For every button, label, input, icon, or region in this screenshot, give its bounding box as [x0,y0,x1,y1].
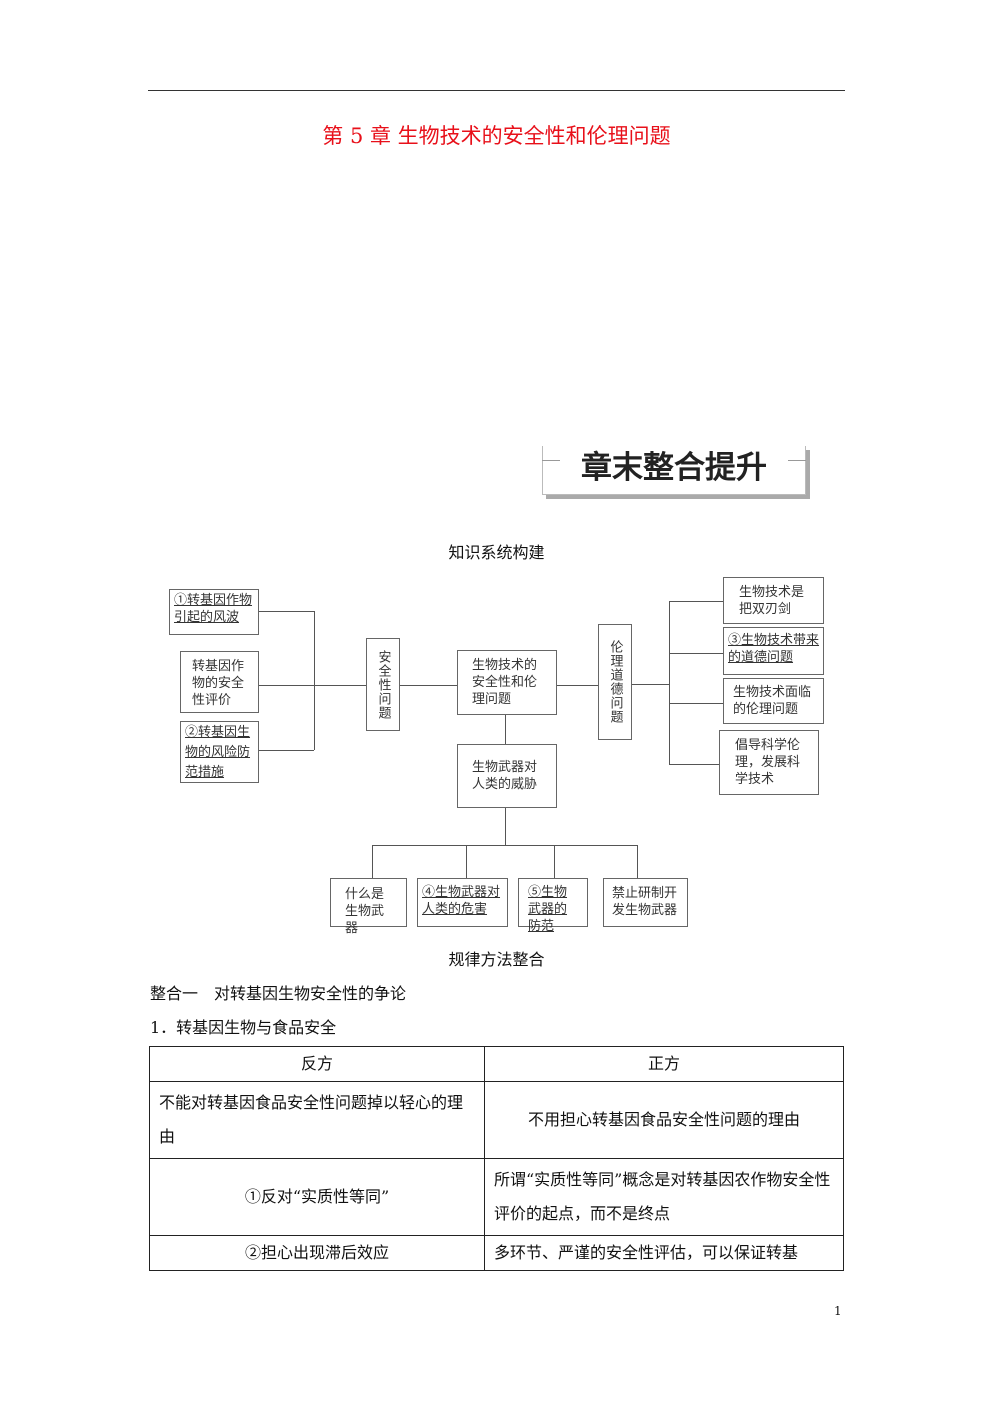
banner-text: 章末整合提升 [581,450,767,486]
header-con: 反方 [149,1046,485,1082]
cell: 不能对转基因食品安全性问题掉以轻心的理由 [149,1081,485,1159]
cell: 多环节、严谨的安全性评估，可以保证转基 [484,1235,844,1271]
node-bottom-4: 禁止研制开发生物武器 [603,878,688,927]
section-banner: 章末整合提升 [542,446,806,495]
cell: ①反对“实质性等同” [149,1158,485,1236]
node-right-1: 生物技术是把双刃剑 [723,577,824,624]
cell: ②担心出现滞后效应 [149,1235,485,1271]
node-bottom-2: ④生物武器对人类的危害 [417,878,508,927]
section-heading-knowledge: 知识系统构建 [448,543,545,562]
header-pro: 正方 [484,1046,844,1082]
chapter-title: 第 5 章 生物技术的安全性和伦理问题 [322,124,671,148]
node-right-3: 生物技术面临的伦理问题 [723,678,824,724]
node-weapons: 生物武器对人类的威胁 [457,744,557,808]
node-safety: 安全性问题 [366,638,400,731]
page-number: 1 [834,1304,842,1318]
cell: 不用担心转基因食品安全性问题的理由 [484,1081,844,1159]
heading-subsection-1: 1．转基因生物与食品安全 [150,1018,337,1037]
header-rule [148,90,845,91]
node-left-3: ②转基因生物的风险防范措施 [180,721,259,783]
debate-table: 反方 正方 不能对转基因食品安全性问题掉以轻心的理由 不用担心转基因食品安全性问… [149,1046,844,1271]
node-ethics: 伦理道德问题 [598,624,632,740]
node-bottom-1: 什么是生物武器 [330,878,407,936]
cell: 所谓“实质性等同”概念是对转基因农作物安全性评价的起点，而不是终点 [484,1158,844,1236]
node-center: 生物技术的安全性和伦理问题 [457,650,557,715]
node-right-4: 倡导科学伦理，发展科学技术 [719,730,819,795]
section-heading-methods: 规律方法整合 [448,950,545,969]
node-left-2: 转基因作物的安全性评价 [180,651,259,713]
node-right-2: ③生物技术带来的道德问题 [723,627,824,675]
node-left-1: ①转基因作物引起的风波 [169,589,259,635]
heading-integration-1: 整合一 对转基因生物安全性的争论 [150,984,407,1003]
node-bottom-3: ⑤生物武器的防范 [518,878,588,934]
